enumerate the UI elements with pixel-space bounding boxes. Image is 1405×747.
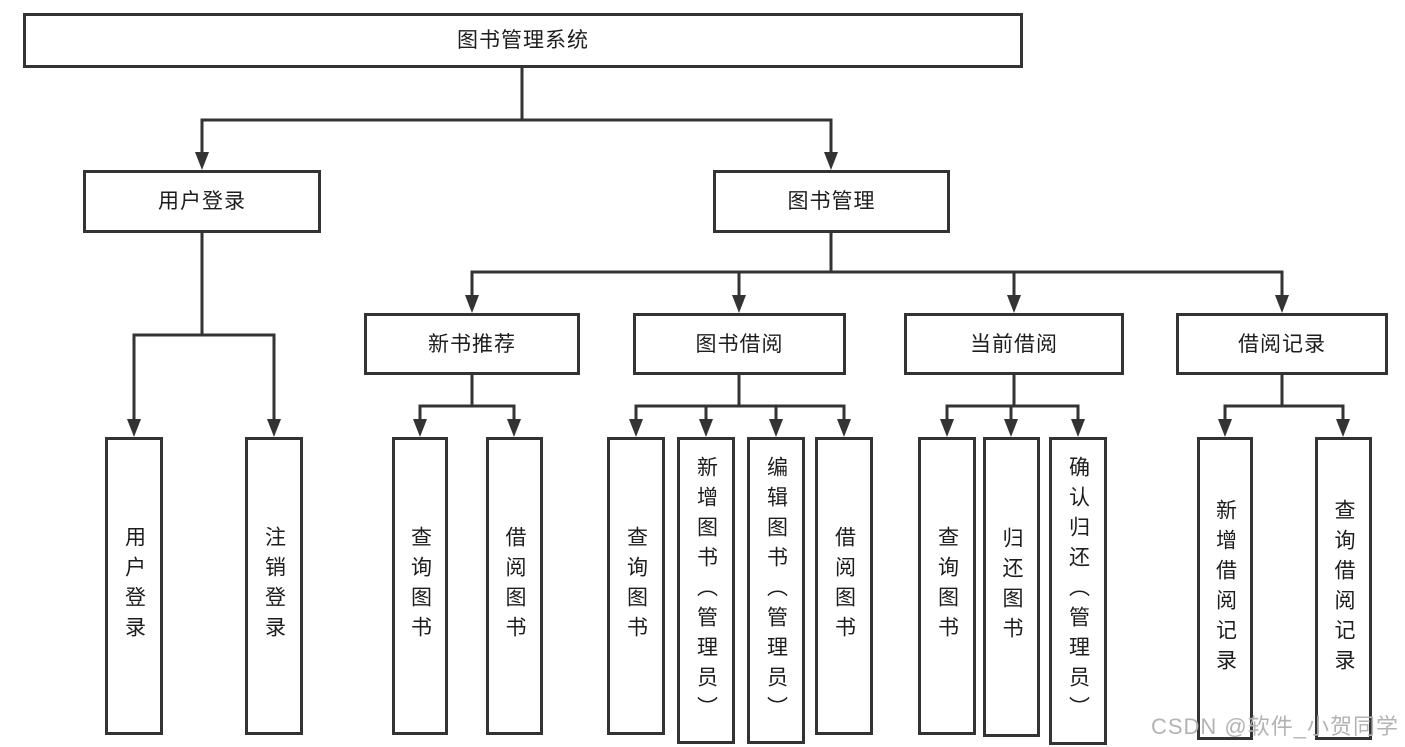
node-confirm-return-admin: 确认归还（管理员）	[1049, 437, 1107, 745]
arrowhead-down-icon	[1071, 419, 1085, 437]
node-book-borrowing: 图书借阅	[633, 313, 846, 375]
node-label: 查询借阅记录	[1332, 498, 1355, 679]
node-user-login: 用户登录	[105, 437, 163, 735]
node-label: 归还图书	[1000, 527, 1023, 647]
node-label: 图书管理	[787, 190, 876, 213]
node-label: 确认归还（管理员）	[1066, 456, 1090, 726]
arrowhead-down-icon	[1218, 419, 1232, 437]
node-label: 注销登录	[262, 526, 286, 646]
node-label: 编辑图书（管理员）	[764, 455, 788, 726]
arrowhead-down-icon	[629, 419, 643, 437]
arrowhead-down-icon	[837, 419, 851, 437]
node-label: 查询图书	[408, 526, 432, 646]
node-query-books-recommend: 查询图书	[392, 437, 448, 735]
arrowhead-down-icon	[940, 419, 954, 437]
node-book-management-module: 图书管理	[713, 170, 950, 233]
arrowhead-down-icon	[1336, 419, 1350, 437]
node-add-borrow-record: 新增借阅记录	[1197, 437, 1253, 740]
node-edit-books-admin: 编辑图书（管理员）	[747, 437, 805, 744]
node-label: 新增图书（管理员）	[694, 455, 718, 726]
node-label: 新书推荐	[428, 332, 516, 356]
arrowhead-down-icon	[507, 419, 521, 437]
arrowhead-down-icon	[1007, 295, 1021, 313]
node-query-books-borrow: 查询图书	[607, 437, 665, 735]
node-add-books-admin: 新增图书（管理员）	[677, 437, 735, 744]
arrowhead-down-icon	[824, 152, 838, 170]
node-new-book-recommend: 新书推荐	[364, 313, 580, 375]
arrowhead-down-icon	[732, 295, 746, 313]
csdn-watermark: CSDN @软件_小贺同学	[1150, 714, 1399, 739]
arrowhead-down-icon	[699, 419, 713, 437]
arrowhead-down-icon	[413, 419, 427, 437]
node-query-borrow-record: 查询借阅记录	[1315, 437, 1372, 740]
arrowhead-down-icon	[1004, 419, 1018, 437]
arrowhead-down-icon	[465, 295, 479, 313]
node-label: 用户登录	[122, 526, 146, 646]
node-current-borrowing: 当前借阅	[904, 313, 1124, 375]
node-borrow-books-recommend: 借阅图书	[486, 437, 543, 735]
node-label: 新增借阅记录	[1213, 498, 1237, 679]
node-query-books-current: 查询图书	[918, 437, 976, 735]
arrowhead-down-icon	[1275, 295, 1289, 313]
node-borrow-books: 借阅图书	[815, 437, 873, 735]
node-label: 借阅记录	[1238, 332, 1326, 356]
node-label: 查询图书	[935, 526, 959, 646]
node-label: 图书借阅	[695, 332, 784, 356]
node-borrowing-records: 借阅记录	[1176, 313, 1388, 375]
node-label: 用户登录	[158, 190, 246, 213]
node-return-books: 归还图书	[983, 437, 1040, 737]
arrowhead-down-icon	[267, 419, 281, 437]
arrowhead-down-icon	[195, 152, 209, 170]
node-logout: 注销登录	[245, 437, 303, 735]
node-label: 查询图书	[624, 526, 648, 646]
node-label: 当前借阅	[970, 332, 1058, 356]
arrowhead-down-icon	[127, 419, 141, 437]
node-user-login-module: 用户登录	[83, 170, 321, 233]
node-label: 图书管理系统	[457, 29, 589, 52]
node-label: 借阅图书	[832, 526, 856, 646]
node-label: 借阅图书	[503, 526, 526, 646]
arrowhead-down-icon	[769, 419, 783, 437]
node-system-root: 图书管理系统	[23, 13, 1023, 68]
